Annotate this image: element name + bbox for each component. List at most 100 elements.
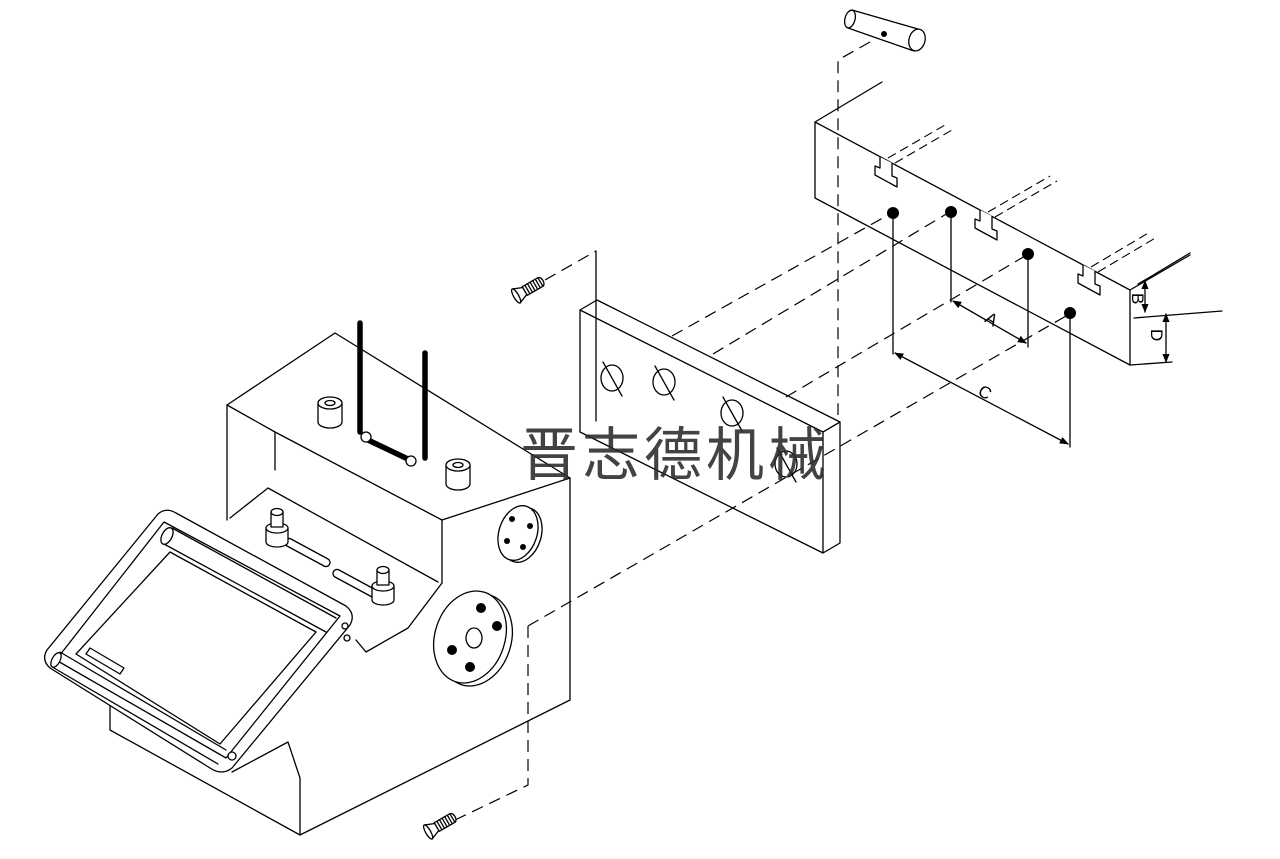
extension-line-b-top xyxy=(1137,276,1151,285)
plate-hole-1 xyxy=(600,361,624,397)
plate-hole-4 xyxy=(774,447,798,483)
guide-post-left-stem xyxy=(270,512,284,528)
bottom-screw xyxy=(422,812,457,840)
guide-post-right xyxy=(371,565,395,606)
t-slot-2-groove-line-a xyxy=(987,175,1051,213)
t-slot-3-groove-line-b xyxy=(1097,236,1158,273)
dimension-line-c xyxy=(894,352,1069,445)
frame-bolt-upper xyxy=(341,622,349,630)
pin-right-end xyxy=(908,28,926,52)
top-screw xyxy=(510,276,545,304)
t-slot-1-groove-line-b xyxy=(894,129,953,164)
roller-frame xyxy=(43,509,353,773)
upper-roller-bottom-line xyxy=(163,543,327,633)
body-bottom-front-edge xyxy=(109,699,301,836)
bottom-screw-threads xyxy=(436,813,456,831)
dimension-label-b: B xyxy=(1128,293,1147,304)
body-bottom-right-edge xyxy=(299,699,571,836)
top-knob-right-body xyxy=(445,465,471,491)
small-flange-face xyxy=(497,505,539,561)
small-flange xyxy=(497,505,543,563)
small-flange-bolt-1 xyxy=(509,516,515,522)
large-flange-bolt-1 xyxy=(476,603,486,613)
upper-roller-top-line xyxy=(171,527,337,619)
plate-right-face xyxy=(822,421,841,554)
feeder-body xyxy=(109,332,571,836)
top-knob-right-top xyxy=(445,458,471,472)
dimension-label-c: C xyxy=(975,381,995,404)
large-flange-center-bore xyxy=(465,627,483,649)
top-knob-left-body xyxy=(317,403,343,429)
top-screw-head-face xyxy=(510,288,522,304)
body-top-back-edges xyxy=(226,332,571,479)
plate-hole-1-outline xyxy=(600,364,624,392)
frame-bolt-lower xyxy=(227,751,237,761)
plate-hole-1-axis xyxy=(602,361,623,397)
top-knob-left-bore xyxy=(324,399,336,407)
dimension-label-d: D xyxy=(1147,329,1166,341)
bottom-screw-head-face xyxy=(422,824,434,840)
pin-left-end xyxy=(843,9,857,29)
body-top-front-edges xyxy=(226,404,571,521)
roller-frame-nameplate xyxy=(85,647,125,675)
top-screw-guide-line xyxy=(544,250,597,281)
pin-top-edge xyxy=(851,9,919,30)
u-handle-crossbar xyxy=(365,437,415,464)
top-screw-threads xyxy=(524,277,544,295)
beam-t-slot-3 xyxy=(1077,265,1101,296)
guide-post-right-cap xyxy=(376,565,390,575)
plate-hole-3-guide-line xyxy=(785,255,1026,398)
adjustment-slot-left xyxy=(284,537,331,568)
dimension-annotations: A C B D xyxy=(892,217,1223,448)
plate-hole-1-guide-line xyxy=(671,213,891,337)
beam-front-face xyxy=(814,121,1131,366)
top-knob-right xyxy=(445,458,471,491)
mounting-beam xyxy=(814,81,1191,366)
beam-hole-4 xyxy=(1064,307,1076,319)
lower-roller-end xyxy=(50,652,62,668)
tray-lower-edge xyxy=(355,582,443,653)
plate-hole-2-outline xyxy=(652,368,676,396)
beam-hole-3 xyxy=(1022,248,1034,260)
plate-hole-4-outline xyxy=(774,450,798,478)
mounting-plate xyxy=(579,250,841,554)
beam-top-right-edge xyxy=(1129,254,1191,291)
plate-hole-2 xyxy=(652,365,676,401)
plate-hole-2-guide-line xyxy=(712,212,949,355)
beam-t-slot-1 xyxy=(874,157,898,188)
extension-line-b-bottom xyxy=(1133,310,1223,319)
small-flange-bolt-4 xyxy=(504,538,510,544)
t-slot-2-groove-line-b xyxy=(994,180,1058,218)
u-handle-left-ring xyxy=(360,431,372,443)
top-knob-right-bore xyxy=(452,461,464,469)
upper-roller-end xyxy=(160,527,174,545)
top-knob-left xyxy=(317,396,343,429)
small-flange-bolt-2 xyxy=(527,523,533,529)
pin-bottom-edge xyxy=(847,27,915,52)
large-flange-bolt-2 xyxy=(492,621,502,631)
beam-hole-2 xyxy=(945,206,957,218)
bottom-screw-guide-line xyxy=(454,626,529,821)
frame-bolt-middle xyxy=(343,634,351,642)
extension-line-right-end xyxy=(1149,252,1191,278)
beam-t-slot-2 xyxy=(974,210,998,241)
pin-guide-line xyxy=(837,41,871,415)
u-handle xyxy=(357,320,428,467)
plate-hole-3 xyxy=(720,396,744,432)
pin-center-dot xyxy=(881,31,887,37)
large-flange-bolt-3 xyxy=(447,645,457,655)
beam-top-left-edge xyxy=(814,81,883,123)
large-flange-bolt-4 xyxy=(465,662,475,672)
guide-post-right-stem xyxy=(376,570,390,586)
adjustment-slot-right xyxy=(332,568,379,599)
roller-frame-opening xyxy=(75,551,317,745)
t-slot-1-groove-line-a xyxy=(887,124,946,159)
plate-top-face xyxy=(579,299,841,433)
company-watermark: 晋志德机械 xyxy=(520,421,830,489)
top-pin xyxy=(843,9,926,52)
t-slot-3-groove-line-a xyxy=(1090,231,1151,268)
top-knob-left-top xyxy=(317,396,343,410)
u-handle-right-ring xyxy=(405,455,417,467)
plate-hole-4-axis xyxy=(776,447,797,483)
guide-post-left xyxy=(265,507,289,548)
